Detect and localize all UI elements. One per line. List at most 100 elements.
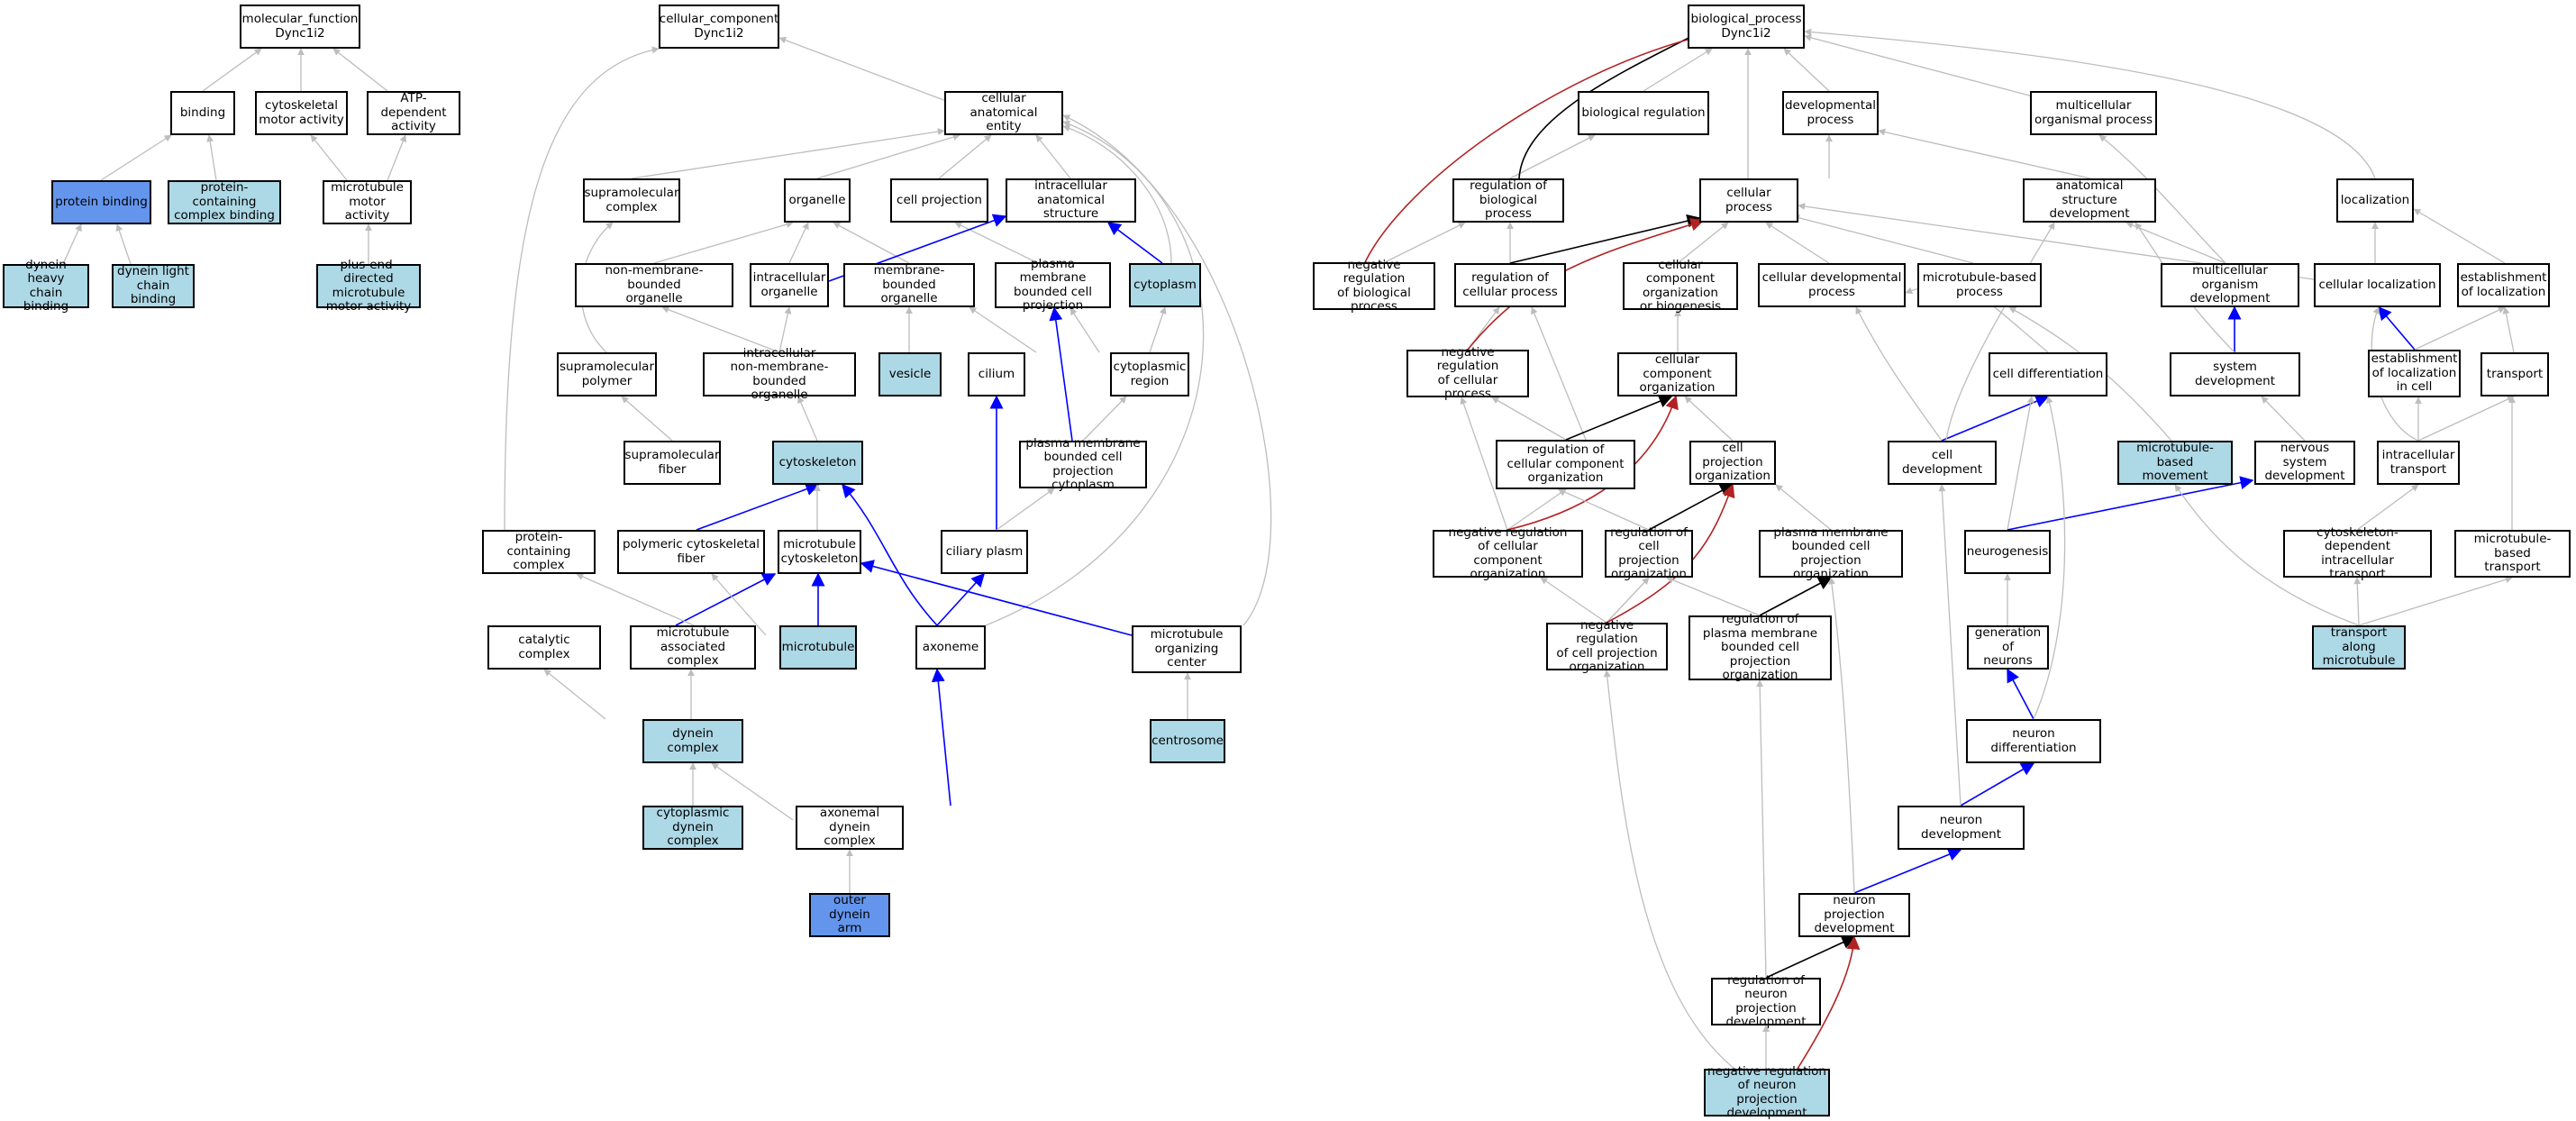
node-anatomical-structure-development[interactable]: anatomical structure development: [2023, 178, 2156, 223]
edge-is-a: [833, 222, 910, 264]
edge-is-a: [2414, 306, 2506, 351]
node-regulation-of-neuron-projection-development[interactable]: regulation of neuron projection developm…: [1711, 973, 1821, 1029]
node-neurogenesis[interactable]: neurogenesis: [1964, 530, 2051, 574]
node-biological-process-root[interactable]: biological_process Dync1i2: [1688, 5, 1805, 49]
edge-part-of: [696, 482, 820, 531]
node-negative-regulation-of-biological-process[interactable]: negative regulation of biological proces…: [1313, 258, 1435, 314]
node-axoneme[interactable]: axoneme: [915, 625, 986, 670]
node-cellular-process[interactable]: cellular process: [1699, 178, 1798, 223]
node-establishment-of-localization-in-cell[interactable]: establishment of localization in cell: [2368, 350, 2461, 397]
node-nervous-system-development[interactable]: nervous system development: [2254, 441, 2355, 485]
node-cell-projection-organization[interactable]: cell projection organization: [1689, 441, 1776, 485]
edge-regulates: [1759, 577, 1833, 616]
node-intracellular-non-membrane-bounded-organelle[interactable]: intracellular non-membrane-bounded organ…: [703, 346, 856, 402]
node-cellular-localization[interactable]: cellular localization: [2314, 263, 2441, 307]
node-developmental-process[interactable]: developmental process: [1782, 91, 1879, 135]
node-catalytic-complex[interactable]: catalytic complex: [487, 625, 601, 670]
node-axonemal-dynein-complex[interactable]: axonemal dynein complex: [796, 806, 904, 850]
node-regulation-of-plasma-membrane-bounded-cell-projection-organization[interactable]: regulation of plasma membrane bounded ce…: [1689, 613, 1832, 682]
edge-is-a: [788, 222, 809, 264]
node-cellular-component-root[interactable]: cellular_component Dync1i2: [659, 5, 779, 49]
node-cytoskeleton[interactable]: cytoskeleton: [772, 441, 863, 485]
node-microtubule[interactable]: microtubule: [779, 625, 857, 670]
node-non-membrane-bounded-organelle[interactable]: non-membrane-bounded organelle: [575, 263, 733, 307]
node-multicellular-organismal-process[interactable]: multicellular organismal process: [2030, 91, 2157, 135]
node-cell-projection[interactable]: cell projection: [890, 178, 988, 223]
node-vesicle[interactable]: vesicle: [878, 352, 942, 396]
node-protein-containing-complex-binding[interactable]: protein-containing complex binding: [168, 180, 281, 224]
node-microtubule-based-process[interactable]: microtubule-based process: [1917, 263, 2042, 307]
node-establishment-of-localization[interactable]: establishment of localization: [2457, 263, 2550, 307]
node-cell-development[interactable]: cell development: [1888, 441, 1997, 485]
node-plasma-membrane-bounded-cell-projection[interactable]: plasma membrane bounded cell projection: [995, 257, 1111, 313]
node-cytoplasmic-region[interactable]: cytoplasmic region: [1110, 352, 1189, 396]
node-cell-differentiation[interactable]: cell differentiation: [1989, 352, 2107, 396]
node-cellular-component-organization-or-biogenesis[interactable]: cellular component organization or bioge…: [1623, 258, 1738, 314]
node-molecular-function-root[interactable]: molecular_function Dync1i2: [240, 5, 360, 49]
node-cytoskeletal-motor-activity[interactable]: cytoskeletal motor activity: [255, 91, 348, 135]
node-supramolecular-fiber[interactable]: supramolecular fiber: [624, 441, 721, 485]
edge-part-of: [1960, 762, 2035, 807]
node-neuron-projection-development[interactable]: neuron projection development: [1798, 893, 1910, 937]
node-cytoskeleton-dependent-intracellular-transport[interactable]: cytoskeleton-dependent intracellular tra…: [2283, 525, 2432, 581]
edge-is-a: [2356, 484, 2419, 531]
node-microtubule-based-movement[interactable]: microtubule-based movement: [2117, 441, 2233, 485]
node-microtubule-based-transport[interactable]: microtubule-based transport: [2454, 530, 2571, 578]
node-generation-of-neurons[interactable]: generation of neurons: [1967, 625, 2049, 670]
node-centrosome[interactable]: centrosome: [1150, 719, 1225, 763]
node-polymeric-cytoskeletal-fiber[interactable]: polymeric cytoskeletal fiber: [617, 530, 765, 574]
node-negative-regulation-of-cell-projection-organization[interactable]: negative regulation of cell projection o…: [1546, 618, 1668, 674]
node-intracellular-transport[interactable]: intracellular transport: [2377, 441, 2460, 485]
node-regulation-of-cellular-process[interactable]: regulation of cellular process: [1454, 263, 1566, 307]
node-cellular-component-organization[interactable]: cellular component organization: [1617, 352, 1737, 396]
node-regulation-of-cell-projection-organization[interactable]: regulation of cell projection organizati…: [1605, 525, 1693, 581]
node-cellular-anatomical-entity[interactable]: cellular anatomical entity: [944, 91, 1063, 135]
node-system-development[interactable]: system development: [2170, 352, 2300, 396]
node-organelle[interactable]: organelle: [784, 178, 851, 223]
node-cytoplasm[interactable]: cytoplasm: [1129, 263, 1201, 307]
edge-is-a: [1035, 134, 1071, 179]
node-plus-end-directed-microtubule-motor-activity[interactable]: plus-end-directed microtubule motor acti…: [316, 258, 421, 314]
node-binding[interactable]: binding: [170, 91, 235, 135]
node-supramolecular-polymer[interactable]: supramolecular polymer: [557, 352, 657, 396]
node-transport-along-microtubule[interactable]: transport along microtubule: [2312, 625, 2406, 670]
node-microtubule-motor-activity[interactable]: microtubule motor activity: [323, 180, 412, 224]
node-regulation-of-biological-process[interactable]: regulation of biological process: [1452, 178, 1564, 223]
node-localization[interactable]: localization: [2336, 178, 2414, 223]
node-cilium[interactable]: cilium: [968, 352, 1025, 396]
node-biological-regulation[interactable]: biological regulation: [1578, 91, 1709, 135]
node-microtubule-cytoskeleton[interactable]: microtubule cytoskeleton: [778, 530, 861, 574]
node-dynein-light-chain-binding[interactable]: dynein light chain binding: [112, 264, 195, 308]
node-negative-regulation-of-cellular-process[interactable]: negative regulation of cellular process: [1406, 345, 1529, 401]
node-neuron-development[interactable]: neuron development: [1898, 806, 2025, 850]
node-protein-binding[interactable]: protein binding: [51, 180, 151, 224]
edge-part-of: [1106, 222, 1163, 264]
node-transport[interactable]: transport: [2480, 352, 2549, 396]
edge-is-a: [1606, 577, 1650, 624]
node-ciliary-plasm[interactable]: ciliary plasm: [941, 530, 1028, 574]
node-supramolecular-complex[interactable]: supramolecular complex: [583, 178, 680, 223]
node-dynein-heavy-chain-binding[interactable]: dynein heavy chain binding: [3, 258, 89, 314]
node-negative-regulation-of-neuron-projection-development[interactable]: negative regulation of neuron projection…: [1704, 1064, 1830, 1120]
node-outer-dynein-arm[interactable]: outer dynein arm: [809, 893, 890, 937]
node-microtubule-organizing-center[interactable]: microtubule organizing center: [1132, 625, 1242, 673]
node-microtubule-associated-complex[interactable]: microtubule associated complex: [630, 625, 756, 670]
node-negative-regulation-of-cellular-component-organization[interactable]: negative regulation of cellular componen…: [1433, 525, 1583, 581]
node-plasma-membrane-bounded-cell-projection-organization[interactable]: plasma membrane bounded cell projection …: [1759, 525, 1903, 581]
edge-group: [62, 28, 2516, 1070]
edge-negatively-regulates: [1797, 935, 1861, 1070]
node-multicellular-organism-development[interactable]: multicellular organism development: [2161, 263, 2299, 307]
node-plasma-membrane-bounded-cell-projection-cytoplasm[interactable]: plasma membrane bounded cell projection …: [1019, 436, 1147, 492]
edge-is-a: [1062, 124, 1172, 264]
node-regulation-of-cellular-component-organization[interactable]: regulation of cellular component organiz…: [1496, 440, 1635, 489]
node-intracellular-anatomical-structure[interactable]: intracellular anatomical structure: [1006, 178, 1136, 223]
node-protein-containing-complex[interactable]: protein-containing complex: [482, 530, 596, 574]
node-cytoplasmic-dynein-complex[interactable]: cytoplasmic dynein complex: [642, 806, 743, 850]
node-atp-dependent-activity[interactable]: ATP-dependent activity: [367, 91, 460, 135]
node-dynein-complex[interactable]: dynein complex: [642, 719, 743, 763]
node-membrane-bounded-organelle[interactable]: membrane-bounded organelle: [843, 263, 975, 307]
node-neuron-differentiation[interactable]: neuron differentiation: [1966, 719, 2101, 763]
edge-is-a: [543, 669, 606, 720]
node-cellular-developmental-process[interactable]: cellular developmental process: [1758, 263, 1906, 307]
node-intracellular-organelle[interactable]: intracellular organelle: [750, 263, 829, 307]
